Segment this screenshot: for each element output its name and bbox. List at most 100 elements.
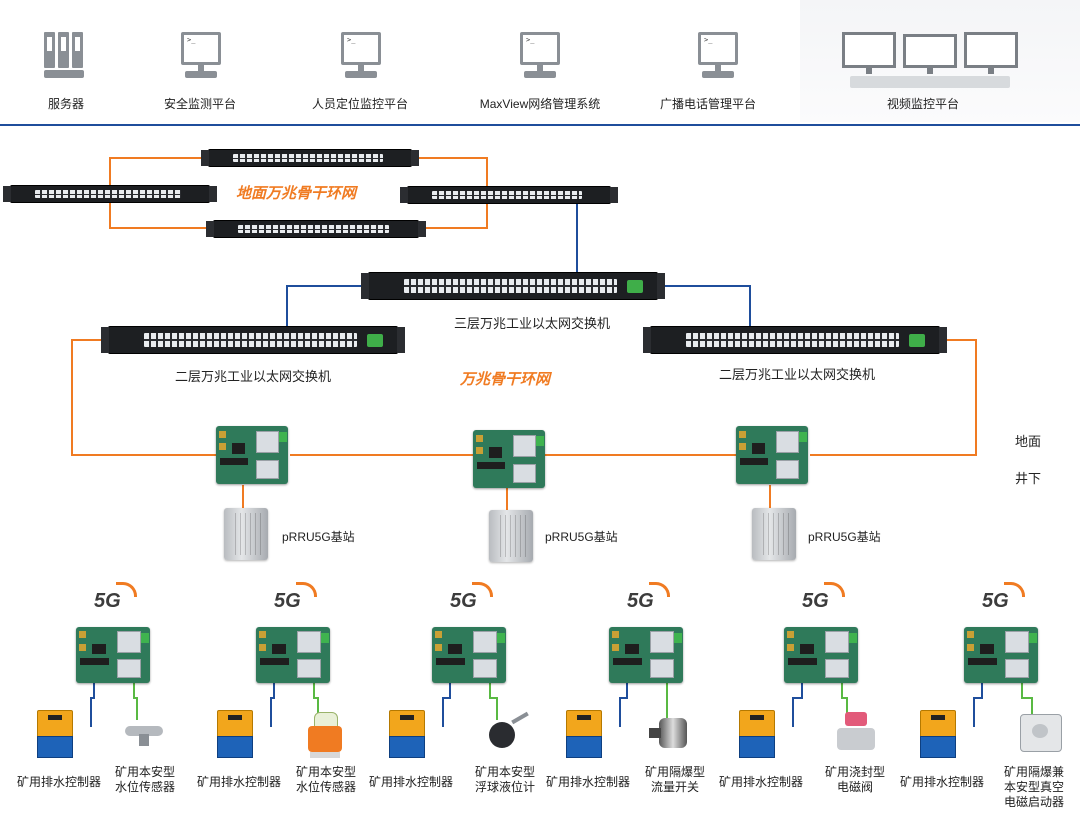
fiveg-text: 5G [450, 590, 477, 612]
fiveg-text: 5G [802, 590, 829, 612]
drainage-controller-icon [739, 710, 775, 758]
vacuum-starter-icon [1020, 712, 1062, 760]
prru-unit [752, 508, 796, 560]
drainage-controller-icon [37, 710, 73, 758]
device-label: 矿用隔爆兼本安型真空电磁启动器 [1003, 765, 1064, 809]
fiveg-badge: 5G [274, 582, 317, 613]
ground-switch-right [400, 186, 618, 204]
drainage-controller-icon [217, 710, 253, 758]
base-station-label: pRRU5G基站 [808, 530, 881, 544]
device-label: 矿用本安型浮球液位计 [474, 765, 535, 794]
terminal-wire [133, 683, 138, 720]
terminal-wire [973, 683, 983, 727]
ground-switch-left [3, 185, 217, 203]
core-switch-label: 三层万兆工业以太网交换机 [453, 316, 611, 331]
fiveg-module-board [432, 627, 506, 683]
signal-waves-icon [472, 582, 493, 597]
terminal-wire [619, 683, 628, 727]
fiveg-badge: 5G [802, 582, 845, 613]
right-switch [643, 326, 947, 354]
fiveg-module-board [609, 627, 683, 683]
signal-waves-icon [649, 582, 670, 597]
drainage-controller-icon [920, 710, 956, 758]
base-station-board [216, 426, 288, 484]
core-switch [361, 272, 665, 300]
fiveg-text: 5G [627, 590, 654, 612]
controller-label: 矿用排水控制器 [899, 775, 985, 789]
left-switch [101, 326, 405, 354]
backbone-ring-left [71, 339, 218, 456]
underground-label: 井下 [1015, 471, 1042, 486]
backbone-ring-right [810, 339, 977, 456]
header-label-server: 服务器 [47, 97, 85, 111]
header-label-position: 人员定位监控平台 [311, 97, 409, 111]
ground-ring-right-lower [420, 203, 488, 229]
left-switch-label: 二层万兆工业以太网交换机 [174, 369, 332, 384]
terminal-wire [270, 683, 275, 727]
core-to-left-switch [286, 285, 370, 330]
drainage-controller-icon [389, 710, 425, 758]
controller-label: 矿用排水控制器 [368, 775, 454, 789]
header-label-video: 视频监控平台 [886, 97, 960, 111]
header-label-maxview: MaxView网络管理系统 [479, 97, 601, 111]
ground-switch-bottom [206, 220, 426, 238]
device-label: 矿用本安型水位传感器 [114, 765, 175, 794]
signal-waves-icon [824, 582, 845, 597]
controller-label: 矿用排水控制器 [16, 775, 102, 789]
water-level-sensor-icon [125, 712, 165, 760]
terminal-wire [841, 683, 848, 720]
ground-ring-right [413, 157, 488, 194]
fiveg-module-board [964, 627, 1038, 683]
terminal-wires [90, 683, 1033, 727]
terminal-wire [313, 683, 319, 720]
fiveg-badge: 5G [450, 582, 493, 613]
solenoid-valve-icon [835, 712, 875, 760]
base-station-board [736, 426, 808, 484]
fiveg-badge: 5G [94, 582, 137, 613]
header-label-safety: 安全监测平台 [163, 97, 237, 111]
fiveg-module-board [256, 627, 330, 683]
backbone-ring-label: 万兆骨干环网 [460, 371, 551, 388]
header-label-broadcast: 广播电话管理平台 [659, 97, 757, 111]
water-level-sensor-orange-icon [306, 712, 346, 760]
monitor-icon: >_ [181, 32, 221, 80]
monitor-icon: >_ [698, 32, 738, 80]
core-to-right-switch [657, 285, 751, 330]
drainage-controller-icon [566, 710, 602, 758]
right-switch-label: 二层万兆工业以太网交换机 [718, 367, 876, 382]
fiveg-text: 5G [94, 590, 121, 612]
fiveg-badge: 5G [982, 582, 1025, 613]
device-label: 矿用隔爆型流量开关 [644, 765, 705, 794]
terminal-wire [90, 683, 95, 727]
fiveg-text: 5G [982, 590, 1009, 612]
ground-switch-top [201, 149, 419, 167]
terminal-wire [792, 683, 803, 727]
terminal-wire [1021, 683, 1033, 720]
server-icon [44, 32, 84, 80]
device-label: 矿用本安型水位传感器 [295, 765, 356, 794]
controller-label: 矿用排水控制器 [545, 775, 631, 789]
ground-ring-label: 地面万兆骨干环网 [236, 185, 357, 202]
controller-label: 矿用排水控制器 [196, 775, 282, 789]
flow-switch-icon [649, 712, 695, 760]
base-station-board [473, 430, 545, 488]
terminal-wire [442, 683, 451, 727]
terminal-wire [489, 683, 498, 720]
surface-label: 地面 [1015, 434, 1042, 449]
device-label: 矿用浇封型电磁阀 [824, 765, 885, 794]
fiveg-text: 5G [274, 590, 301, 612]
base-station-label: pRRU5G基站 [282, 530, 355, 544]
float-level-gauge-icon [485, 711, 529, 760]
base-station-label: pRRU5G基站 [545, 530, 618, 544]
monitor-icon: >_ [520, 32, 560, 80]
signal-waves-icon [116, 582, 137, 597]
controller-label: 矿用排水控制器 [718, 775, 804, 789]
fiveg-badge: 5G [627, 582, 670, 613]
signal-waves-icon [1004, 582, 1025, 597]
prru-unit [224, 508, 268, 560]
fiveg-module-board [76, 627, 150, 683]
prru-unit [489, 510, 533, 562]
signal-waves-icon [296, 582, 317, 597]
